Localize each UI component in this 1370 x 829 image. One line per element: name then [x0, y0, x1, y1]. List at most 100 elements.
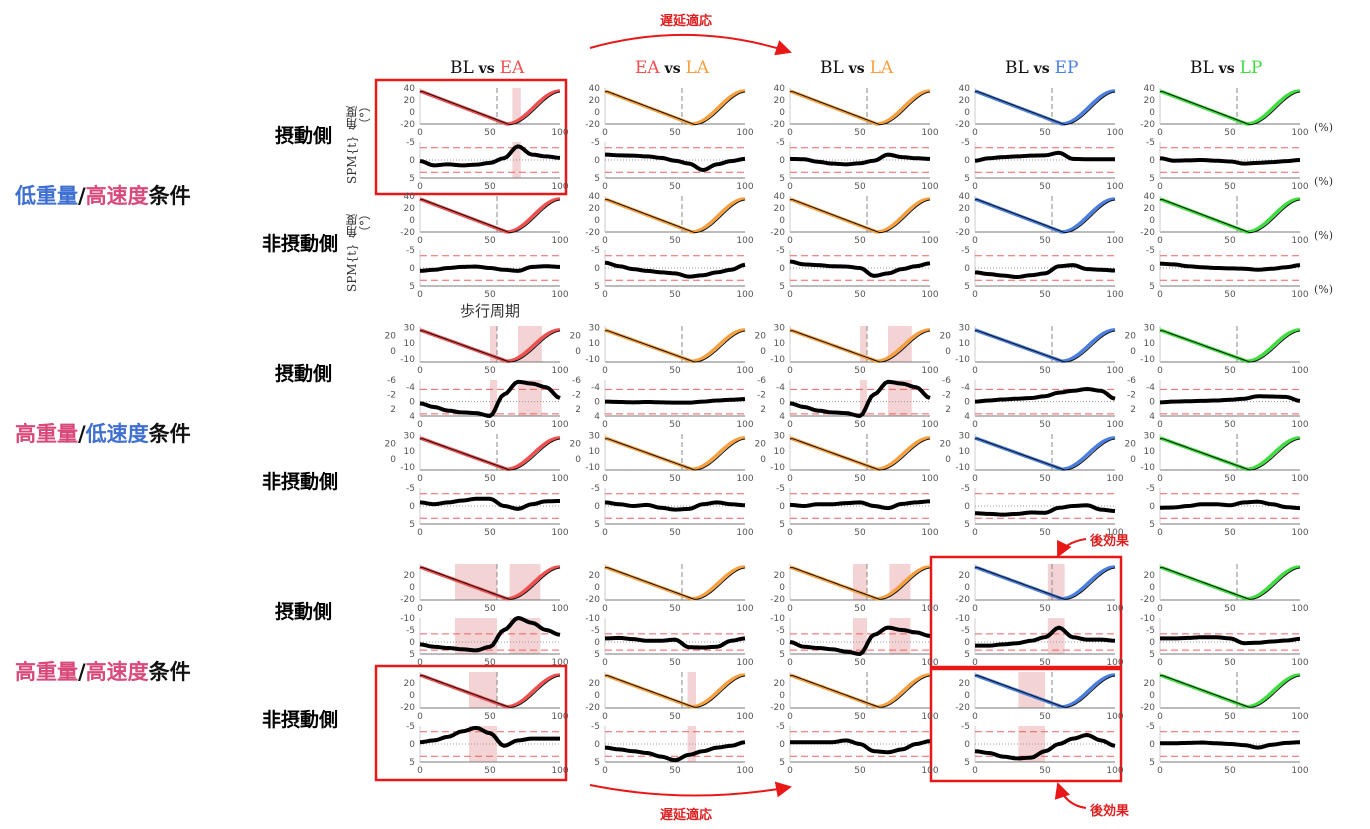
y-tick-label: 0: [594, 108, 600, 118]
comparison-curve: [789, 673, 931, 709]
baseline-curve: [790, 675, 931, 708]
comparison-curve: [1159, 565, 1301, 601]
x-tick-label: 100: [1106, 528, 1123, 538]
header-b: LA: [685, 58, 710, 78]
x-tick-label: 100: [921, 366, 938, 376]
y-tick-label: 5: [594, 282, 600, 292]
y-tick-label: 5: [1149, 174, 1155, 184]
x-tick-label: 0: [972, 712, 978, 722]
spm-t-curve: [789, 152, 931, 167]
x-tick-label: 50: [854, 420, 866, 430]
x-tick-label: 100: [736, 712, 753, 722]
x-tick-label: 100: [1291, 658, 1308, 668]
y-tick-label: 20: [385, 331, 397, 341]
y-tick-label: 20: [570, 439, 582, 449]
x-tick-label: 100: [921, 604, 938, 614]
y-tick-label: -5: [591, 138, 600, 148]
x-tick-label: 100: [736, 766, 753, 776]
side-label: 非摂動側: [262, 471, 339, 493]
y-tick-label: 5: [409, 650, 415, 660]
y-tick-label: 0: [594, 156, 600, 166]
y-tick-label: 10: [774, 339, 786, 349]
x-tick-label: 100: [736, 604, 753, 614]
x-tick-label: 100: [1291, 290, 1308, 300]
x-tick-label: 0: [417, 128, 423, 138]
column-header-3: BL vs EP: [1005, 58, 1078, 78]
y-tick-label: -10: [770, 614, 785, 624]
x-tick-label: 100: [551, 128, 568, 138]
y-tick-label: 20: [1125, 439, 1137, 449]
column-header-2: BL vs LA: [820, 58, 893, 78]
x-tick-label: 0: [787, 712, 793, 722]
y-tick-label: 0: [409, 502, 415, 512]
y-tick-label: 40: [1144, 84, 1156, 94]
y-tick-label: 0: [409, 638, 415, 648]
y-tick-label: 0: [594, 216, 600, 226]
x-tick-label: 100: [1106, 236, 1123, 246]
header-a: BL: [1005, 58, 1029, 78]
significance-shade: [490, 380, 497, 416]
y-tick-label: 2: [945, 405, 951, 415]
x-tick-label: 100: [1106, 290, 1123, 300]
y-tick-label: -20: [955, 703, 970, 713]
baseline-curve: [790, 91, 931, 126]
x-tick-label: 100: [1291, 474, 1308, 484]
y-tick-label: 40: [404, 84, 416, 94]
baseline-curve: [605, 199, 746, 234]
x-tick-label: 50: [1039, 658, 1051, 668]
header-vs: vs: [843, 61, 870, 77]
y-tick-label: 30: [589, 324, 601, 334]
x-tick-label: 0: [602, 712, 608, 722]
y-tick-label: 5: [1149, 758, 1155, 768]
y-tick-label: -5: [961, 138, 970, 148]
baseline-curve: [790, 330, 931, 363]
baseline-curve: [790, 199, 931, 234]
x-tick-label: 50: [1039, 182, 1051, 192]
x-tick-label: 50: [1224, 366, 1236, 376]
condition-w2: 高速度: [85, 660, 149, 684]
header-a: BL: [820, 58, 844, 78]
x-tick-label: 0: [972, 766, 978, 776]
header-a: BL: [450, 58, 474, 78]
y-tick-label: 0: [409, 740, 415, 750]
x-tick-label: 100: [1291, 182, 1308, 192]
y-tick-label: 0: [1149, 583, 1155, 593]
y-tick-label: -6: [942, 376, 951, 386]
y-tick-label: 30: [404, 324, 416, 334]
x-tick-label: 50: [669, 658, 681, 668]
y-tick-label: 0: [964, 638, 970, 648]
y-tick-label: 0: [390, 347, 396, 357]
y-tick-label: 5: [779, 282, 785, 292]
y-tick-label: -6: [757, 376, 766, 386]
x-tick-label: 100: [1106, 420, 1123, 430]
y-tick-label: 0: [779, 638, 785, 648]
baseline-curve: [975, 91, 1116, 126]
x-tick-label: 100: [921, 658, 938, 668]
y-tick-label: 2: [1130, 405, 1136, 415]
x-tick-label: 100: [921, 128, 938, 138]
y-tick-label: 0: [409, 264, 415, 274]
baseline-curve: [1160, 675, 1301, 708]
header-b: LP: [1239, 58, 1263, 78]
y-tick-label: -10: [1140, 614, 1155, 624]
significance-shade: [889, 618, 911, 654]
x-tick-label: 100: [921, 290, 938, 300]
header-a: BL: [1190, 58, 1214, 78]
condition-label-1: 高重量/低速度条件: [15, 418, 191, 448]
baseline-curve: [420, 330, 561, 363]
x-tick-label: 100: [1106, 474, 1123, 484]
x-tick-label: 100: [736, 658, 753, 668]
significance-shade: [860, 380, 867, 416]
baseline-curve: [420, 675, 561, 708]
